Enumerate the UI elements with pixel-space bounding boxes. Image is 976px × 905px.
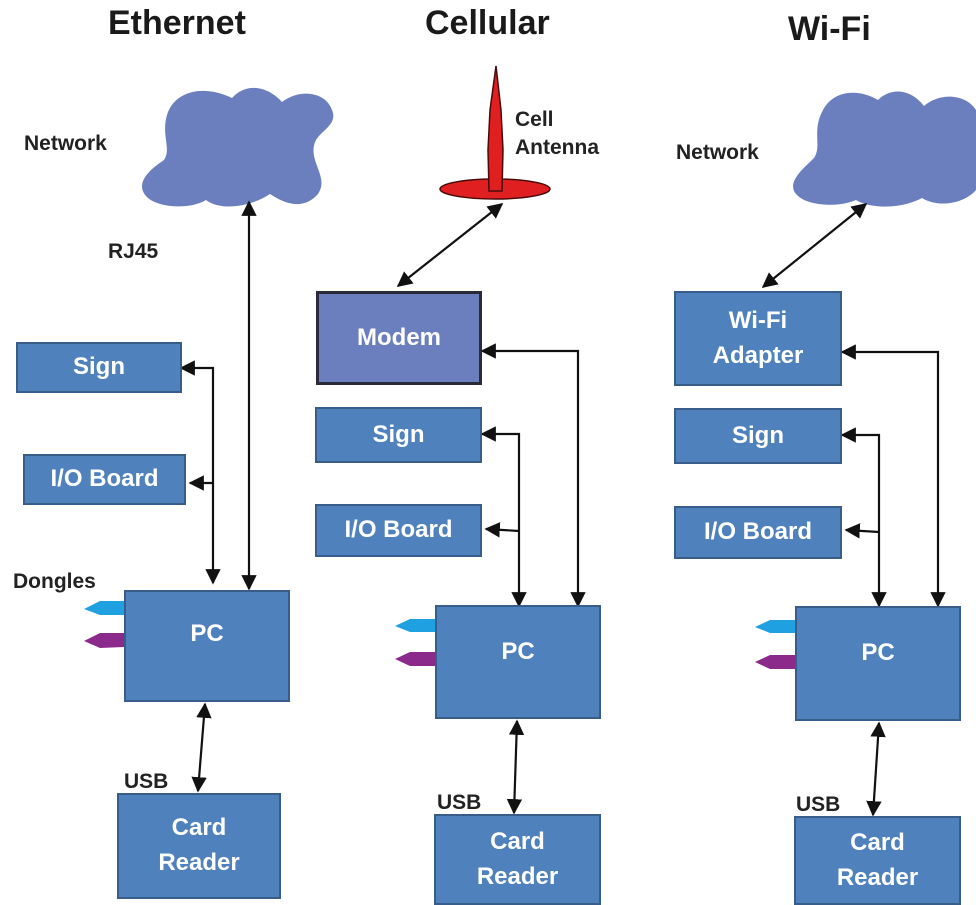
dongle-blue-icon bbox=[84, 601, 124, 615]
dongle-blue-icon bbox=[755, 620, 796, 633]
heading-wifi: Wi-Fi bbox=[788, 10, 871, 48]
arrow-modem-pc bbox=[480, 343, 586, 608]
dongle-purple-icon bbox=[395, 652, 436, 666]
arrow-pc-card bbox=[191, 702, 212, 793]
arrow-network-adapter bbox=[761, 203, 868, 288]
pc-box: PC bbox=[124, 590, 290, 702]
sign-box: Sign bbox=[674, 408, 842, 464]
arrow-pc-card bbox=[866, 721, 886, 817]
arrow-sign-pc bbox=[480, 426, 527, 608]
usb-label: USB bbox=[796, 793, 841, 816]
arrow-sign-pc bbox=[840, 427, 887, 608]
arrow-adapter-pc bbox=[840, 344, 946, 608]
pc-box: PC bbox=[435, 605, 601, 719]
heading-cellular: Cellular bbox=[425, 4, 550, 42]
dongles-label: Dongles bbox=[13, 570, 96, 593]
dongle-purple-icon bbox=[755, 655, 796, 669]
arrow-antenna-modem bbox=[396, 203, 504, 287]
cell-antenna-label: Cell Antenna bbox=[515, 108, 599, 160]
arrow-sign-pc bbox=[179, 360, 221, 585]
usb-label: USB bbox=[124, 770, 169, 793]
rj45-label: RJ45 bbox=[108, 240, 159, 263]
io-board-box: I/O Board bbox=[23, 454, 186, 505]
network-label: Network bbox=[676, 141, 759, 164]
pc-box: PC bbox=[795, 606, 961, 721]
sign-box: Sign bbox=[16, 342, 182, 393]
cell-antenna-icon bbox=[439, 65, 551, 200]
arrow-pc-card bbox=[506, 719, 525, 815]
heading-ethernet: Ethernet bbox=[108, 4, 246, 42]
io-board-box: I/O Board bbox=[315, 504, 482, 557]
arrow-io-board bbox=[844, 523, 880, 539]
dongle-purple-icon bbox=[84, 633, 124, 648]
network-cloud-wifi bbox=[793, 91, 976, 207]
network-cloud-ethernet bbox=[142, 87, 334, 207]
io-board-box: I/O Board bbox=[674, 506, 842, 559]
modem-box: Modem bbox=[316, 291, 482, 385]
sign-box: Sign bbox=[315, 407, 482, 463]
network-label: Network bbox=[24, 132, 107, 155]
arrow-io-board bbox=[484, 522, 520, 538]
dongle-blue-icon bbox=[395, 619, 436, 632]
usb-label: USB bbox=[437, 791, 482, 814]
